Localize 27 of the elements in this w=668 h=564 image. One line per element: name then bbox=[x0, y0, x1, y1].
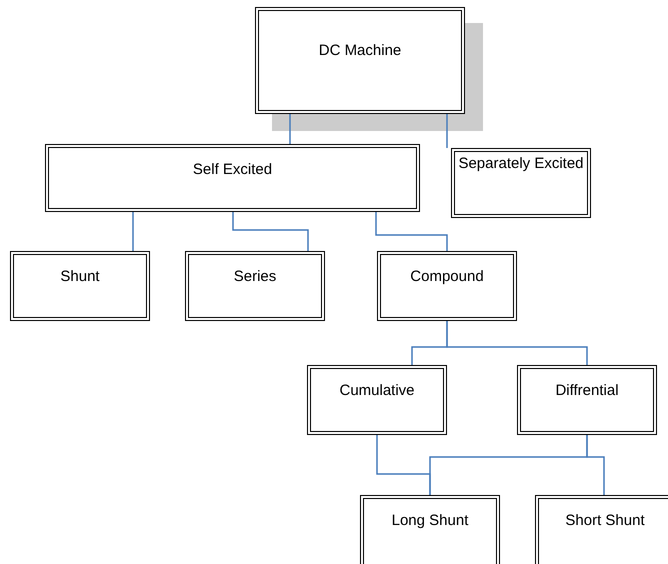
box-label: DC Machine bbox=[318, 41, 402, 61]
connector-line bbox=[586, 435, 605, 495]
category-box bbox=[535, 495, 668, 564]
category-box bbox=[10, 251, 150, 321]
box-label: Series bbox=[232, 267, 278, 287]
box-label: Diffrential bbox=[554, 381, 620, 401]
box-label: Short Shunt bbox=[564, 511, 646, 531]
connector-line bbox=[232, 212, 309, 251]
category-box bbox=[185, 251, 325, 321]
connector-line bbox=[132, 212, 134, 251]
category-box bbox=[307, 365, 447, 435]
box-label: Separately Excited bbox=[457, 154, 585, 174]
connector-line bbox=[375, 212, 448, 251]
category-box bbox=[517, 365, 657, 435]
category-box bbox=[45, 144, 420, 212]
box-label: Shunt bbox=[59, 267, 101, 287]
box-label: Long Shunt bbox=[390, 511, 470, 531]
category-box bbox=[360, 495, 500, 564]
category-box bbox=[377, 251, 517, 321]
connector-line bbox=[446, 321, 588, 365]
box-label: Cumulative bbox=[338, 381, 416, 401]
box-label: Compound bbox=[409, 267, 485, 287]
connector-line bbox=[289, 114, 291, 144]
category-box bbox=[255, 7, 465, 114]
connector-line bbox=[446, 114, 448, 148]
box-label: Self Excited bbox=[192, 160, 274, 180]
category-box bbox=[451, 148, 591, 218]
